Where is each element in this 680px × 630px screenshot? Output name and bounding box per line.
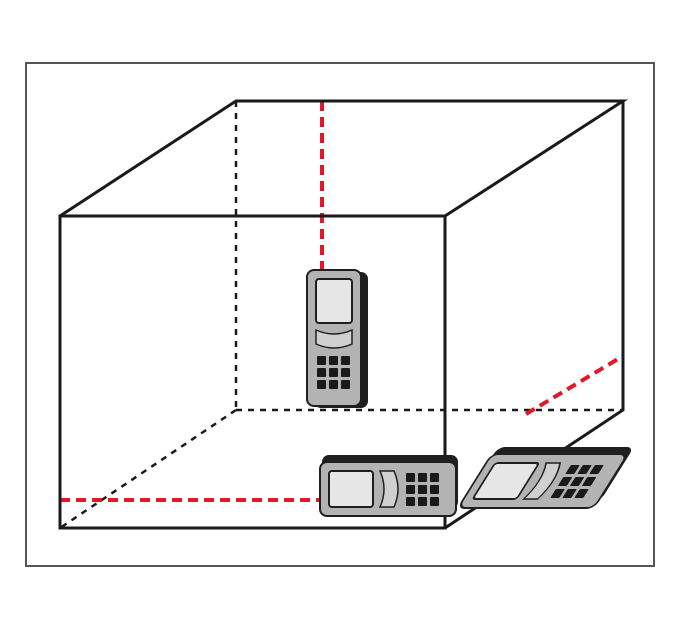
hidden-edges <box>59 101 623 530</box>
top-face-edges <box>59 99 629 218</box>
horizontal-laser-to-right-wall <box>524 354 625 416</box>
front-face <box>58 214 447 530</box>
laser-meter-wall <box>306 269 369 409</box>
laser-meter-floor <box>319 454 459 517</box>
laser-beams <box>60 101 625 502</box>
